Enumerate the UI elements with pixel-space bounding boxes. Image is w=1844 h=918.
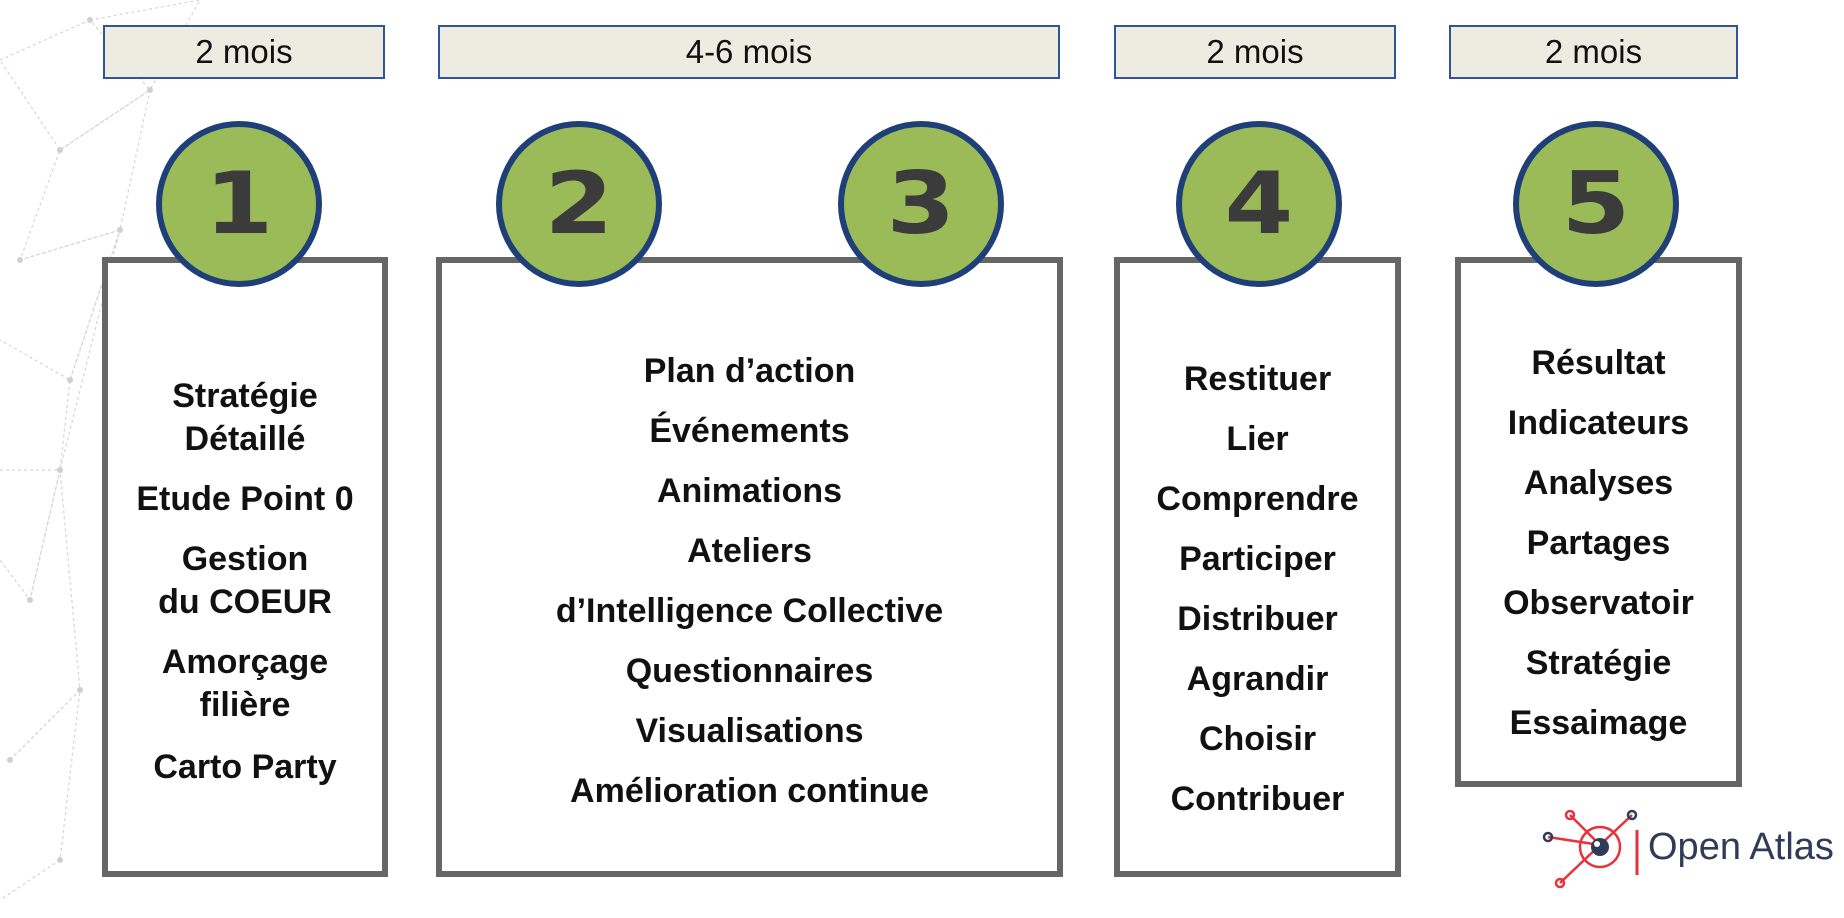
phase-2-3-list: Plan d’action Événements Animations Atel…: [442, 341, 1057, 821]
phase-1-list: Stratégie Détaillé Etude Point 0 Gestion…: [108, 375, 382, 789]
list-item: Partages: [1526, 524, 1671, 562]
open-atlas-logo-icon: [1542, 809, 1639, 889]
list-item: d’Intelligence Collective: [555, 592, 944, 630]
phase-5-box: Résultat Indicateurs Analyses Partages O…: [1455, 257, 1742, 787]
list-item: Etude Point 0: [136, 480, 354, 518]
list-item: Comprendre: [1156, 480, 1359, 518]
phase-4-box: Restituer Lier Comprendre Participer Dis…: [1114, 257, 1401, 877]
step-1-circle: 1: [156, 121, 322, 287]
step-number: 2: [544, 154, 614, 254]
list-item: Contribuer: [1170, 780, 1345, 818]
list-item: Événements: [649, 412, 850, 450]
list-item: Restituer: [1183, 360, 1332, 398]
list-item: Choisir: [1198, 720, 1317, 758]
list-item: Essaimage: [1509, 704, 1688, 742]
step-2-circle: 2: [496, 121, 662, 287]
duration-label-phase-4: 2 mois: [1114, 25, 1396, 79]
duration-label-phase-5: 2 mois: [1449, 25, 1738, 79]
duration-label-phase-2-3: 4-6 mois: [438, 25, 1060, 79]
step-5-circle: 5: [1513, 121, 1679, 287]
list-item: Stratégie: [1525, 644, 1672, 682]
step-number: 4: [1224, 154, 1294, 254]
list-item: Participer: [1179, 540, 1336, 578]
list-item: Amélioration continue: [570, 772, 929, 810]
duration-label-phase-1: 2 mois: [103, 25, 385, 79]
list-item: Indicateurs: [1507, 404, 1690, 442]
phase-2-3-box: Plan d’action Événements Animations Atel…: [436, 257, 1063, 877]
list-item: Gestion du COEUR: [158, 540, 332, 621]
phase-4-list: Restituer Lier Comprendre Participer Dis…: [1120, 349, 1395, 829]
list-item: Ateliers: [687, 532, 812, 570]
list-item: Carto Party: [153, 748, 337, 786]
step-4-circle: 4: [1176, 121, 1342, 287]
list-item: Analyses: [1523, 464, 1674, 502]
step-number: 1: [204, 154, 274, 254]
list-item: Distribuer: [1177, 600, 1338, 638]
list-item: Amorçage filière: [161, 643, 329, 724]
list-item: Questionnaires: [625, 652, 874, 690]
list-item: Plan d’action: [643, 352, 856, 390]
phase-1-box: Stratégie Détaillé Etude Point 0 Gestion…: [102, 257, 388, 877]
background-network-pattern: [0, 0, 201, 901]
step-number: 3: [886, 154, 956, 254]
step-3-circle: 3: [838, 121, 1004, 287]
list-item: Visualisations: [635, 712, 864, 750]
list-item: Observatoir: [1503, 584, 1694, 622]
phase-5-list: Résultat Indicateurs Analyses Partages O…: [1461, 333, 1736, 753]
list-item: Lier: [1226, 420, 1289, 458]
open-atlas-logo-text: Open Atlas: [1648, 826, 1834, 868]
list-item: Résultat: [1531, 344, 1666, 382]
list-item: Agrandir: [1186, 660, 1329, 698]
step-number: 5: [1561, 154, 1631, 254]
list-item: Animations: [656, 472, 843, 510]
list-item: Stratégie Détaillé: [172, 377, 318, 458]
